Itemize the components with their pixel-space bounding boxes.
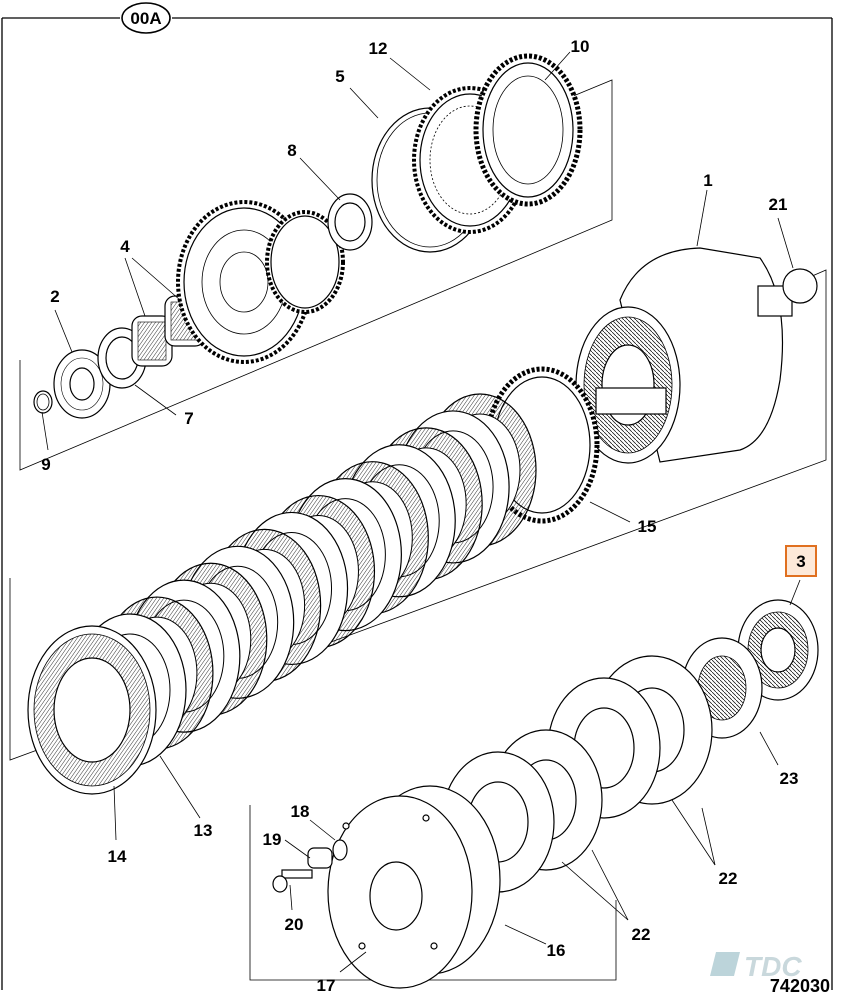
- callout-9[interactable]: 9: [41, 455, 50, 474]
- callout-23[interactable]: 23: [780, 769, 799, 788]
- callout-19[interactable]: 19: [263, 830, 282, 849]
- clutch-drum-part-1[interactable]: [575, 247, 793, 464]
- callout-8[interactable]: 8: [287, 141, 296, 160]
- clutch-disc-pack: [73, 393, 537, 767]
- reference-number: 742030: [770, 976, 830, 996]
- leader-lines: [41, 51, 801, 973]
- callout-18[interactable]: 18: [291, 802, 310, 821]
- screw-part-20[interactable]: [272, 869, 313, 893]
- callout-1[interactable]: 1: [703, 171, 712, 190]
- snap-ring-part-9[interactable]: [33, 390, 53, 414]
- callout-5[interactable]: 5: [335, 67, 344, 86]
- callout-14[interactable]: 14: [108, 847, 127, 866]
- callout-22-lower[interactable]: 22: [632, 925, 651, 944]
- seal-part-18[interactable]: [332, 839, 348, 861]
- assembly-outline-bottom: [249, 805, 617, 981]
- bearing-part-2[interactable]: [53, 349, 111, 419]
- selected-callout-3[interactable]: 3: [785, 545, 817, 577]
- diagram-frame: [1, 17, 833, 990]
- callouts: 1 2 4 5 7 8 9 10 12 13 14 15 16 17 18 19…: [41, 37, 798, 995]
- piston-plate-part-17[interactable]: [327, 795, 473, 989]
- callout-17[interactable]: 17: [317, 976, 336, 995]
- thrust-washer-part-8[interactable]: [327, 193, 373, 251]
- callout-10[interactable]: 10: [571, 37, 590, 56]
- callout-4[interactable]: 4: [120, 237, 130, 256]
- group-code-text: 00A: [130, 9, 161, 28]
- callout-16[interactable]: 16: [547, 941, 566, 960]
- group-code-badge: 00A: [121, 2, 171, 34]
- friction-disc-part-14[interactable]: [27, 625, 157, 795]
- o-ring-part-21[interactable]: [782, 268, 818, 304]
- callout-13[interactable]: 13: [194, 821, 213, 840]
- assembly-outline-top: [19, 79, 613, 471]
- callout-12[interactable]: 12: [369, 39, 388, 58]
- gear-ring-part-10[interactable]: [473, 53, 583, 207]
- brand-watermark: TDC: [710, 951, 802, 982]
- callout-3: 3: [796, 552, 805, 571]
- brand-mark-text: TDC: [744, 951, 802, 982]
- callout-20[interactable]: 20: [285, 915, 304, 934]
- callout-2[interactable]: 2: [50, 287, 59, 306]
- valve-body-part-19[interactable]: [307, 847, 333, 869]
- cluster-gear[interactable]: [176, 200, 345, 364]
- callout-21[interactable]: 21: [769, 195, 788, 214]
- selection-highlight-box: [785, 545, 817, 577]
- callout-7[interactable]: 7: [184, 409, 193, 428]
- callout-15[interactable]: 15: [638, 517, 657, 536]
- tdc-logo-icon: [710, 952, 740, 976]
- callout-22-upper[interactable]: 22: [719, 869, 738, 888]
